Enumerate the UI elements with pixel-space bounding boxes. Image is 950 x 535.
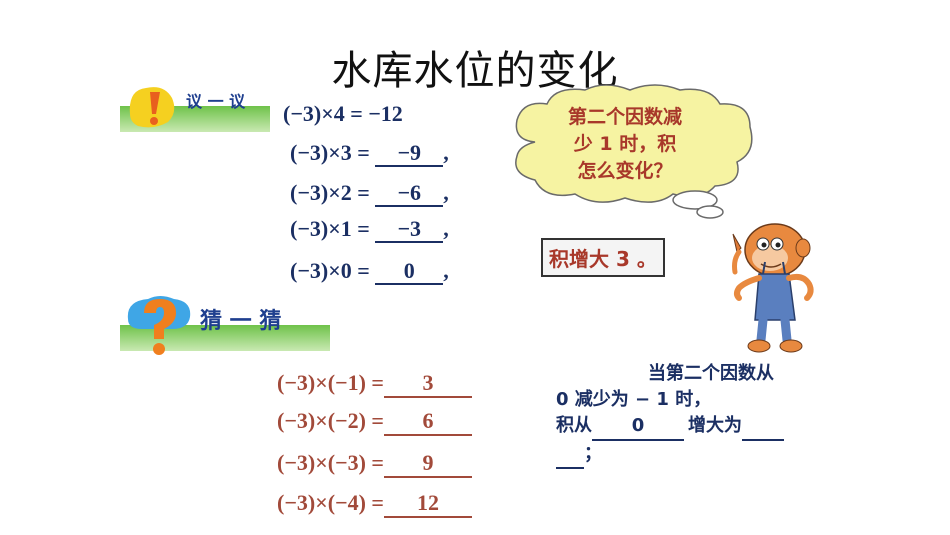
equation-row: (−3)×0 = 0, [290,258,449,285]
cloud-line: 第二个因数减 [567,106,682,128]
equation-row: (−3)×1 = −3, [290,216,449,243]
explanation-blank-empty [742,413,784,441]
equation-tail: , [443,180,449,205]
equation-row: (−3)×3 = −9, [290,140,449,167]
equation-lhs: (−3)×4 = −12 [283,101,403,126]
equation-answer: −6 [375,181,444,207]
cloud-line: 少 1 时，积 [573,133,677,155]
explanation-line: 当第二个因数从 [648,363,774,384]
guess-equation-lhs: (−3)×(−4) = [277,490,384,515]
equation-lhs: (−3)×1 = [290,216,376,241]
equation-row: (−3)×4 = −12 [283,101,403,127]
equation-answer: −9 [375,141,444,167]
question-mark-icon [127,296,191,355]
explanation-blank: 0 [592,413,684,441]
guess-equation-row: (−3)×(−3) =9 [277,450,472,478]
guess-equation-answer: 3 [383,370,472,398]
equation-tail: , [443,216,449,241]
cloud-text: 第二个因数减 少 1 时，积 怎么变化？ [530,104,720,185]
guess-equation-row: (−3)×(−1) =3 [277,370,472,398]
explanation-prefix: 积从 [556,415,592,436]
equation-lhs: (−3)×0 = [290,258,376,283]
discuss-header: 议 一 议 [120,82,270,132]
guess-label: 猜 一 猜 [200,309,282,334]
equation-tail: , [443,140,449,165]
guess-equation-lhs: (−3)×(−3) = [277,450,384,475]
equation-answer: 0 [375,259,444,285]
explanation-line: ； [556,441,846,469]
guess-equation-row: (−3)×(−4) =12 [277,490,472,518]
guess-equation-answer: 9 [383,450,472,478]
exclamation-icon [129,87,175,128]
guess-equation-answer: 12 [383,490,472,518]
equation-lhs: (−3)×3 = [290,140,376,165]
equation-answer: −3 [375,217,444,243]
guess-equation-row: (−3)×(−2) =6 [277,408,472,436]
explanation-line: 0 减少为 − 1 时， [556,389,712,410]
guess-equation-answer: 6 [383,408,472,436]
guess-equation-lhs: (−3)×(−1) = [277,370,384,395]
equation-tail: , [443,258,449,283]
guess-header: 猜 一 猜 [120,293,332,359]
discuss-label: 议 一 议 [186,92,246,111]
explanation-tail: ； [584,443,602,464]
equation-row: (−3)×2 = −6, [290,180,449,207]
result-box: 积增大 3 。 [541,238,665,277]
thought-cloud [515,84,753,219]
monkey-character-icon [732,223,814,353]
explanation-mid: 增大为 [688,415,742,436]
equation-lhs: (−3)×2 = [290,180,376,205]
guess-equation-lhs: (−3)×(−2) = [277,408,384,433]
explanation-blank-empty [556,441,584,469]
page-title: 水库水位的变化 [331,48,619,94]
cloud-line: 怎么变化？ [577,160,673,182]
